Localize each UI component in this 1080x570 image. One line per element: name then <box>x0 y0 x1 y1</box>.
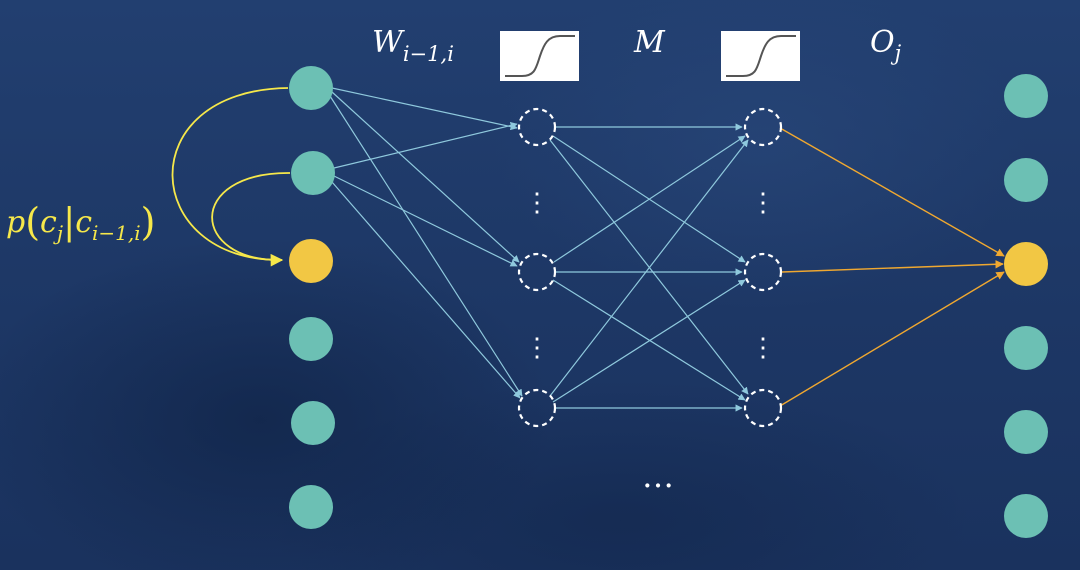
prob-bar: | <box>63 202 75 243</box>
hidden-layer-2 <box>743 107 783 428</box>
prob-c1: c <box>40 205 57 240</box>
prob-open-paren: ( <box>25 200 40 244</box>
hidden-node <box>743 252 783 292</box>
probability-arcs <box>171 87 291 267</box>
output-label: Oj <box>870 25 902 65</box>
prob-close-paren: ) <box>141 200 156 244</box>
input-node <box>289 66 333 110</box>
input-layer <box>289 66 335 529</box>
output-node <box>1004 158 1048 202</box>
output-node <box>1004 410 1048 454</box>
input-to-hidden1-edges <box>329 87 523 399</box>
prob-c1-subscript: j <box>53 221 63 245</box>
vdots-icon: ⋮ <box>524 333 550 363</box>
hidden-node <box>743 107 783 147</box>
edge <box>552 279 746 401</box>
probability-arc-inner <box>211 172 291 261</box>
input-node-highlighted <box>289 239 333 283</box>
hidden-node <box>517 107 557 147</box>
prob-c2: c <box>75 205 92 240</box>
output-layer <box>1004 74 1048 538</box>
hidden-node <box>517 252 557 292</box>
vdots-icon: ⋮ <box>524 188 550 218</box>
edge <box>333 122 518 169</box>
sigmoid-curve-icon <box>505 35 575 77</box>
edge <box>329 95 523 397</box>
output-symbol: O <box>870 25 895 60</box>
vdots-icon: ⋮ <box>750 188 776 218</box>
input-node <box>291 401 335 445</box>
sigmoid-curve-icon <box>726 35 796 77</box>
input-node <box>291 151 335 195</box>
edge <box>549 139 749 395</box>
edge <box>549 139 749 397</box>
output-subscript: j <box>891 41 902 65</box>
horizontal-ellipsis: … <box>642 457 674 495</box>
conditional-probability-label: p(cj|ci−1,i) <box>6 200 155 245</box>
edge <box>331 87 518 131</box>
hidden-layer-1 <box>517 107 557 428</box>
sigmoid-box-1 <box>500 31 579 81</box>
vdots-icon: ⋮ <box>750 333 776 363</box>
edge <box>779 127 1005 257</box>
edge <box>331 91 520 263</box>
output-node <box>1004 494 1048 538</box>
prob-c2-subscript: i−1,i <box>92 221 141 245</box>
edge <box>331 181 521 399</box>
weights-symbol: W <box>372 25 405 60</box>
vertical-ellipses: ⋮ ⋮ ⋮ ⋮ <box>524 188 776 363</box>
edge <box>553 135 746 263</box>
edge <box>552 279 746 403</box>
prob-p: p <box>6 205 25 240</box>
probability-arc-outer <box>171 87 289 267</box>
edge <box>333 175 518 267</box>
weights-label: Wi−1,i <box>372 25 454 66</box>
weights-subscript: i−1,i <box>403 42 454 66</box>
hidden2-to-output-edges <box>779 127 1005 407</box>
hidden-node <box>743 388 783 428</box>
output-node <box>1004 326 1048 370</box>
hidden-node <box>517 388 557 428</box>
sigmoid-box-2 <box>721 31 800 81</box>
output-node-highlighted <box>1004 242 1048 286</box>
edge <box>779 271 1005 407</box>
input-node <box>289 485 333 529</box>
hidden1-to-hidden2-edges <box>549 123 749 412</box>
output-node <box>1004 74 1048 118</box>
middle-label: M <box>633 25 666 60</box>
input-node <box>289 317 333 361</box>
edge <box>781 260 1004 273</box>
